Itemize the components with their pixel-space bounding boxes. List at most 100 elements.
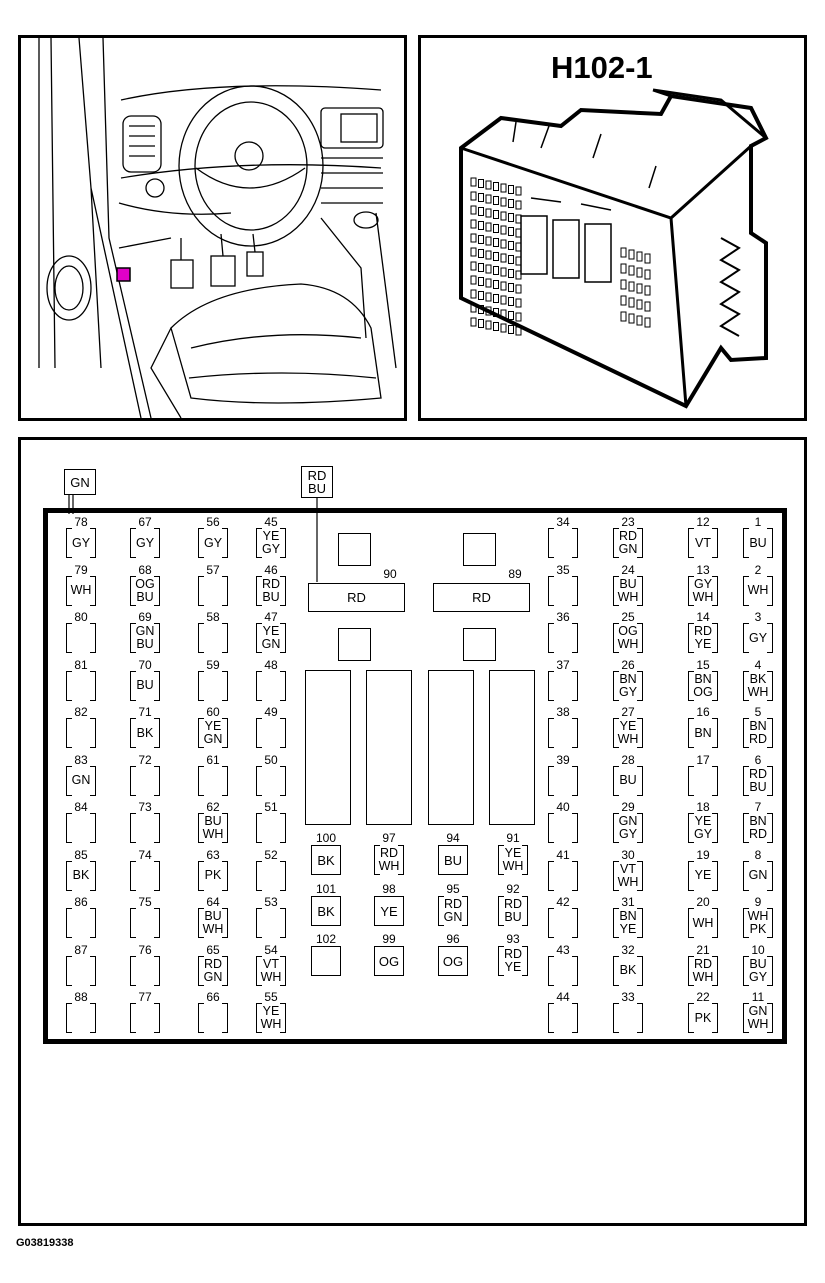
wire-color: [256, 766, 286, 796]
rd-text: RD: [307, 468, 327, 483]
pin-number: 56: [206, 515, 220, 529]
wire-color-code: YE: [262, 1004, 280, 1018]
connector-hole: [515, 214, 522, 224]
connector-hole: [515, 270, 522, 280]
pin-cavity: [256, 670, 286, 701]
connector-hole: [500, 295, 507, 305]
wire-color-code: OG: [378, 953, 400, 969]
connector-hole: [620, 247, 627, 258]
pin-number: 43: [556, 942, 570, 957]
pin-cavity: YE: [374, 896, 404, 926]
pin-number: 81: [74, 657, 88, 672]
wire-color-code: BK: [72, 868, 90, 882]
pin-cavity: [66, 1003, 96, 1033]
wire-color-code: BK: [619, 963, 637, 977]
wire-color-code: BU: [619, 773, 637, 787]
connector-hole: [470, 177, 477, 187]
wire-color-code: BU: [504, 910, 522, 924]
pin-number: 80: [74, 610, 88, 624]
connector-hole: [485, 292, 492, 302]
pin-number: 50: [264, 752, 278, 767]
connector-hole: [620, 263, 627, 274]
wire-color-code: BU: [443, 852, 463, 868]
connector-title: H102-1: [551, 50, 653, 85]
wire-color: [66, 1003, 96, 1033]
pin-cavity: [198, 765, 228, 796]
connector-hole: [515, 298, 522, 308]
wire-color-code: GY: [618, 827, 638, 841]
pin-cavity: [130, 955, 160, 986]
wire-color: [548, 671, 578, 701]
pin-number: 21: [696, 942, 710, 957]
wire-color: [256, 813, 286, 843]
wire-color-code: BU: [136, 637, 154, 651]
wire-color-code: WH: [617, 637, 639, 651]
pin-number: 23: [621, 515, 635, 529]
wire-color: BN: [688, 718, 718, 748]
wire-color: GY: [198, 528, 228, 558]
wire-color-code: RD: [472, 590, 491, 605]
pin-cavity: [548, 670, 578, 701]
pin-cavity: GY: [130, 528, 160, 558]
pin-number: 30: [621, 847, 635, 862]
wire-color-code: GY: [71, 535, 91, 550]
pin-cavity: YE: [688, 860, 718, 891]
rd-bu-wire-label: RD BU: [301, 466, 333, 498]
pin-cavity: [256, 765, 286, 796]
pin-number: 29: [621, 800, 635, 814]
pin-number: 47: [264, 610, 278, 624]
connector-hole: [478, 263, 484, 272]
wire-color-code: BU: [262, 589, 280, 604]
connector-hole: [628, 313, 635, 324]
wire-color-code: YE: [504, 846, 522, 860]
connector-hole: [500, 211, 507, 221]
pin-number: 61: [206, 752, 220, 767]
wire-color-code: WH: [747, 583, 769, 597]
wire-color-code: PK: [204, 868, 222, 882]
pin-number: 25: [621, 610, 635, 624]
connector-hole: [644, 317, 651, 328]
pin-number: 11: [751, 990, 765, 1004]
wire-color-code: OG: [693, 684, 713, 699]
wire-color-code: GY: [693, 827, 713, 841]
wire-color: [548, 813, 578, 843]
wire-color-code: BN: [749, 814, 767, 828]
wire-color-code: WH: [378, 859, 400, 873]
wire-color: GY: [130, 528, 160, 558]
connector-hole: [515, 228, 522, 238]
connector-hole: [500, 309, 507, 319]
wire-color: [256, 671, 286, 701]
wire-color-code: YE: [619, 719, 637, 733]
pin-number: 99: [382, 932, 396, 946]
pin-number: 44: [556, 990, 570, 1004]
connector-hole: [508, 255, 514, 264]
wire-color-code: GN: [71, 773, 91, 787]
pin-number: 75: [138, 895, 152, 909]
wire-color: [66, 813, 96, 843]
connector-hole: [500, 225, 507, 235]
wire-color-code: BU: [136, 589, 154, 604]
wire-color-code: WH: [202, 922, 224, 936]
connector-hole: [636, 267, 643, 278]
wire-color: [66, 718, 96, 748]
wire-color-code: GY: [135, 535, 155, 550]
pin-cavity: OG: [374, 946, 404, 976]
connector-hole: [508, 269, 514, 278]
